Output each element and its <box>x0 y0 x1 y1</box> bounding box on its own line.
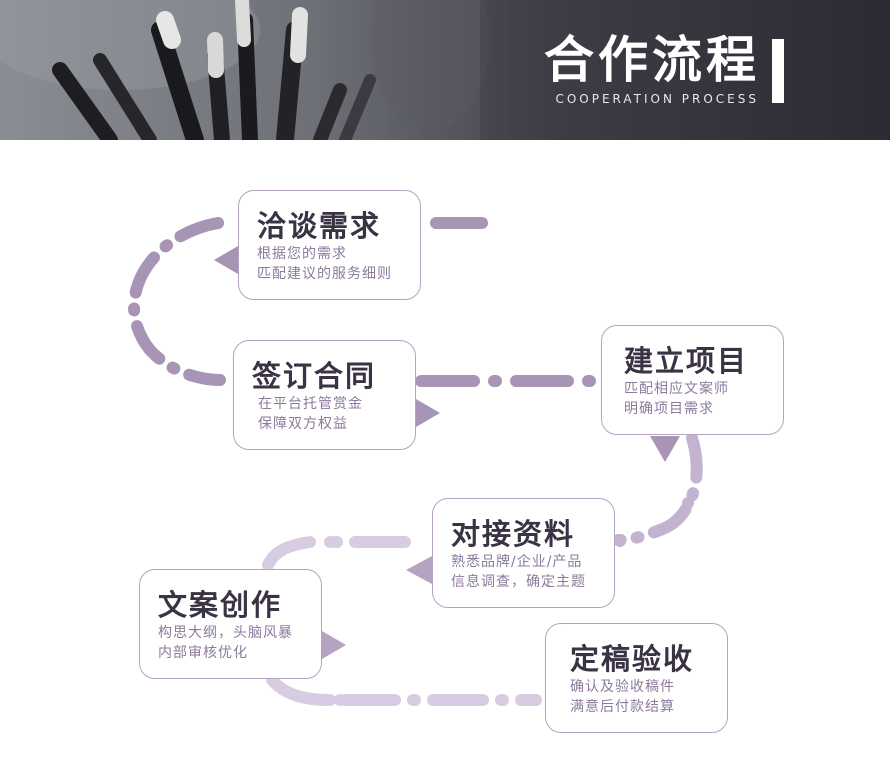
arrow-right-icon <box>416 399 440 427</box>
step-desc-line: 满意后付款结算 <box>570 699 675 715</box>
step-title: 对接资料 <box>451 517 576 551</box>
step-card-negotiate: 洽谈需求 根据您的需求 匹配建议的服务细则 <box>238 190 421 300</box>
step-title: 签订合同 <box>252 359 377 393</box>
step-title: 建立项目 <box>624 344 749 378</box>
header-banner: 合作流程 COOPERATION PROCESS <box>0 0 890 140</box>
arrow-left-icon <box>406 556 432 584</box>
step-card-materials: 对接资料 熟悉品牌/企业/产品 信息调查，确定主题 <box>432 498 615 608</box>
step-desc-line: 信息调查，确定主题 <box>451 574 586 590</box>
step-card-create-project: 建立项目 匹配相应文案师 明确项目需求 <box>601 325 784 435</box>
connector-dot <box>430 694 442 706</box>
step-desc-line: 保障双方权益 <box>258 416 348 432</box>
arrow-down-icon <box>650 436 680 462</box>
connector-dot <box>511 375 523 387</box>
connector-loop-right <box>612 432 703 546</box>
step-desc-line: 匹配相应文案师 <box>624 381 729 397</box>
step-desc-line: 根据您的需求 <box>257 246 347 262</box>
step-desc-line: 确认及验收稿件 <box>570 679 675 695</box>
connector-dot <box>334 694 346 706</box>
step-desc-line: 构思大纲，头脑风暴 <box>158 625 293 641</box>
process-flow-diagram <box>128 217 703 706</box>
connector-dot <box>324 536 336 548</box>
page-title: 合作流程 <box>544 30 760 89</box>
step-desc-line: 匹配建议的服务细则 <box>257 266 392 282</box>
step-card-acceptance: 定稿验收 确认及验收稿件 满意后付款结算 <box>545 623 728 733</box>
connector-loop-left-lower <box>262 536 316 571</box>
step-title: 洽谈需求 <box>257 209 382 243</box>
connector-dot <box>682 497 694 509</box>
step-card-contract: 签订合同 在平台托管赏金 保障双方权益 <box>233 340 416 450</box>
arrow-left-icon <box>214 246 238 274</box>
arrow-right-icon <box>322 631 346 659</box>
step-title: 文案创作 <box>158 588 283 622</box>
connector-dot <box>614 535 626 547</box>
step-desc-line: 明确项目需求 <box>624 401 714 417</box>
step-card-writing: 文案创作 构思大纲，头脑风暴 内部审核优化 <box>139 569 322 679</box>
page-subtitle: COOPERATION PROCESS <box>555 92 759 106</box>
pencils-photo-background <box>0 0 890 140</box>
step-desc-line: 熟悉品牌/企业/产品 <box>451 554 583 570</box>
step-desc-line: 内部审核优化 <box>158 645 248 661</box>
connector-loop-left <box>128 217 226 386</box>
connector-dot <box>415 375 427 387</box>
step-desc-line: 在平台托管赏金 <box>258 396 363 412</box>
step-title: 定稿验收 <box>570 642 695 676</box>
connector-loop-bottom <box>266 674 336 706</box>
connector-dot <box>212 217 224 229</box>
title-accent-bar <box>772 39 784 103</box>
